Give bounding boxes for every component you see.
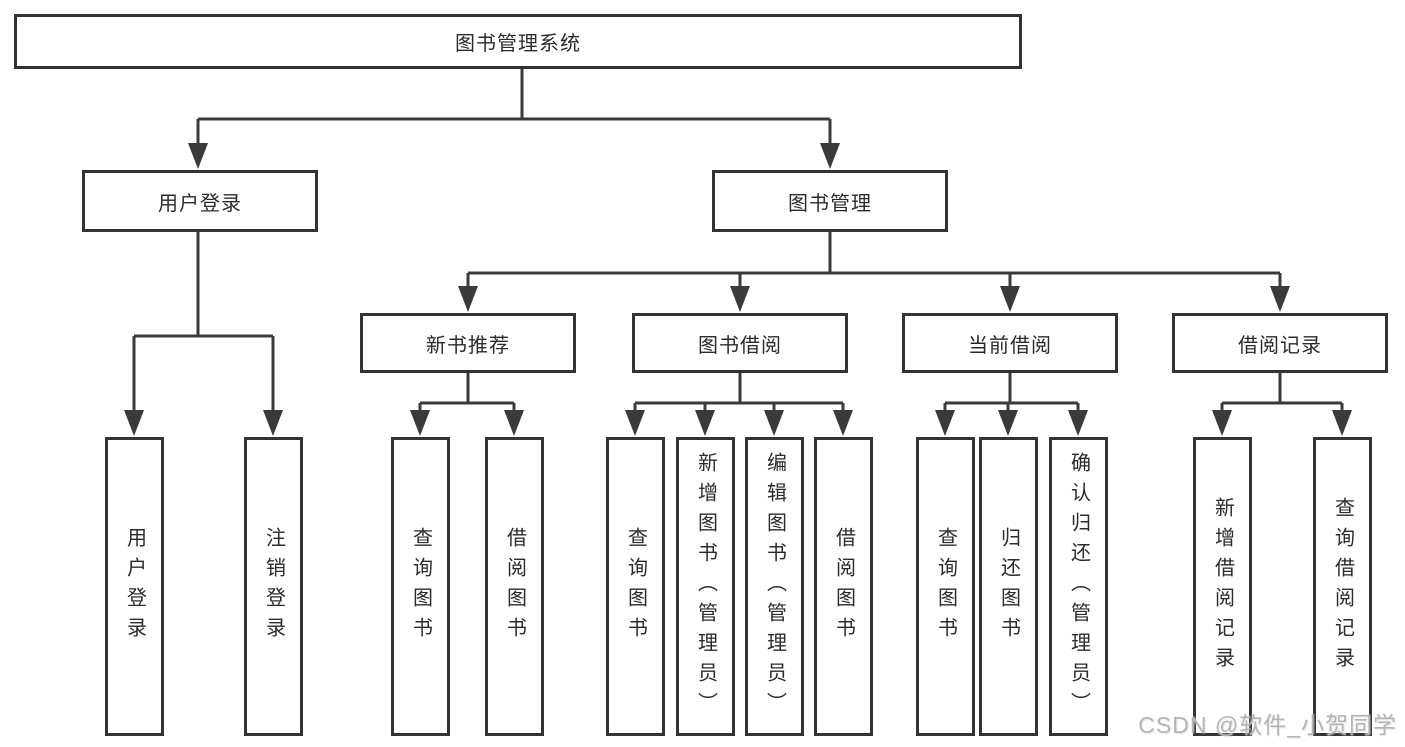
node-new-book-recommend: 新书推荐: [360, 313, 576, 373]
node-root-label: 图书管理系统: [455, 33, 581, 55]
leaf-logout-label: 注销登录: [262, 526, 285, 647]
node-user-login: 用户登录: [82, 170, 318, 232]
leaf-bb-add-book: 新增图书（管理员）: [676, 437, 735, 736]
node-current-borrow-label: 当前借阅: [968, 334, 1052, 357]
node-book-borrow-label: 图书借阅: [698, 334, 782, 357]
leaf-cb-confirm-return-label: 确认归还（管理员）: [1067, 451, 1090, 722]
arrowhead-icons: [124, 143, 1352, 436]
watermark: CSDN @软件_小贺同学: [1138, 712, 1397, 738]
leaf-bb-edit-book-label: 编辑图书（管理员）: [763, 451, 786, 722]
leaf-cb-return-book: 归还图书: [979, 437, 1038, 736]
node-current-borrow: 当前借阅: [902, 313, 1118, 373]
leaf-bb-edit-book: 编辑图书（管理员）: [745, 437, 804, 736]
node-new-book-recommend-label: 新书推荐: [426, 334, 510, 357]
leaf-nbr-borrow-book-label: 借阅图书: [503, 526, 526, 647]
node-borrow-records: 借阅记录: [1172, 313, 1388, 373]
leaf-user-login-label: 用户登录: [123, 526, 146, 647]
leaf-cb-query-book: 查询图书: [916, 437, 975, 736]
leaf-bb-query-book-label: 查询图书: [624, 526, 647, 647]
node-user-login-label: 用户登录: [158, 192, 242, 215]
node-book-management-label: 图书管理: [788, 192, 872, 215]
node-borrow-records-label: 借阅记录: [1238, 334, 1322, 357]
leaf-bb-borrow-book: 借阅图书: [814, 437, 873, 736]
leaf-br-add-record-label: 新增借阅记录: [1211, 496, 1234, 677]
leaf-bb-add-book-label: 新增图书（管理员）: [694, 451, 717, 722]
leaf-bb-borrow-book-label: 借阅图书: [832, 526, 855, 647]
leaf-cb-query-book-label: 查询图书: [934, 526, 957, 647]
leaf-nbr-query-book-label: 查询图书: [409, 526, 432, 647]
leaf-br-query-record-label: 查询借阅记录: [1331, 496, 1354, 677]
connector-lines: [132, 69, 1344, 413]
leaf-cb-return-book-label: 归还图书: [997, 526, 1020, 647]
leaf-br-add-record: 新增借阅记录: [1193, 437, 1252, 736]
node-book-management: 图书管理: [712, 170, 948, 232]
leaf-cb-confirm-return: 确认归还（管理员）: [1049, 437, 1108, 736]
leaf-user-login: 用户登录: [105, 437, 164, 736]
leaf-logout: 注销登录: [244, 437, 303, 736]
node-book-borrow: 图书借阅: [632, 313, 848, 373]
node-root: 图书管理系统: [14, 14, 1022, 69]
leaf-nbr-query-book: 查询图书: [391, 437, 450, 736]
leaf-nbr-borrow-book: 借阅图书: [485, 437, 544, 736]
leaf-bb-query-book: 查询图书: [606, 437, 665, 736]
leaf-br-query-record: 查询借阅记录: [1313, 437, 1372, 736]
